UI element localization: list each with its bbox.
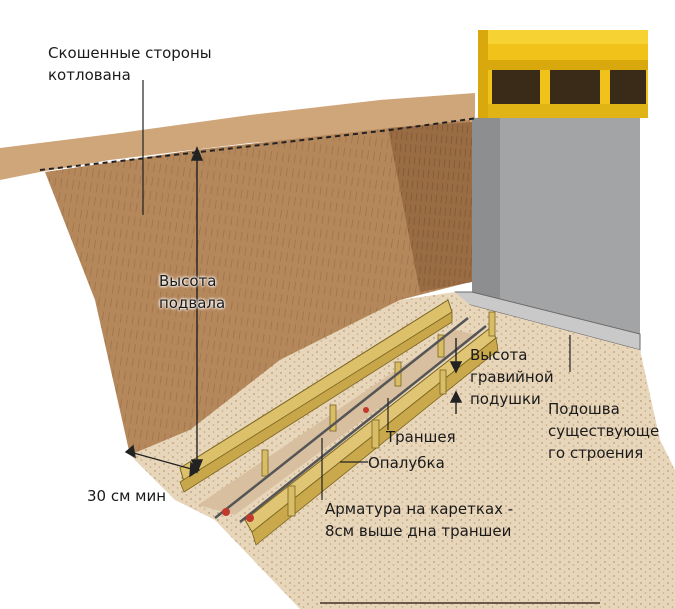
leader-lines <box>321 335 571 500</box>
basement-height-label: Высота подвала <box>159 272 226 312</box>
excavation-top-dashed-line <box>39 117 479 171</box>
slope-sides-label: Скошенные стороны котлована <box>48 44 212 84</box>
gravel-height-label: Высота гравийной подушки <box>470 346 554 408</box>
ground-surface <box>0 93 475 180</box>
back-corner-wall <box>388 122 472 292</box>
min-30cm-label: 30 см мин <box>87 487 167 505</box>
existing-building-wall <box>472 115 640 340</box>
trench-label: Траншея <box>386 428 456 446</box>
rebar-chairs <box>222 407 369 522</box>
building-wall-shade <box>472 118 500 302</box>
building-frame <box>478 30 648 118</box>
rebar <box>214 317 487 523</box>
rebar-label: Арматура на каретках - 8см выше дна тран… <box>325 500 514 540</box>
gravel-height-arrow <box>449 338 463 414</box>
left-slope-wall <box>45 120 470 455</box>
existing-footing-label: Подошва существующе го строения <box>548 400 660 462</box>
basement-height-arrow <box>190 146 204 474</box>
formwork-label: Опалубка <box>368 454 445 472</box>
min-width-arrow <box>124 444 201 478</box>
